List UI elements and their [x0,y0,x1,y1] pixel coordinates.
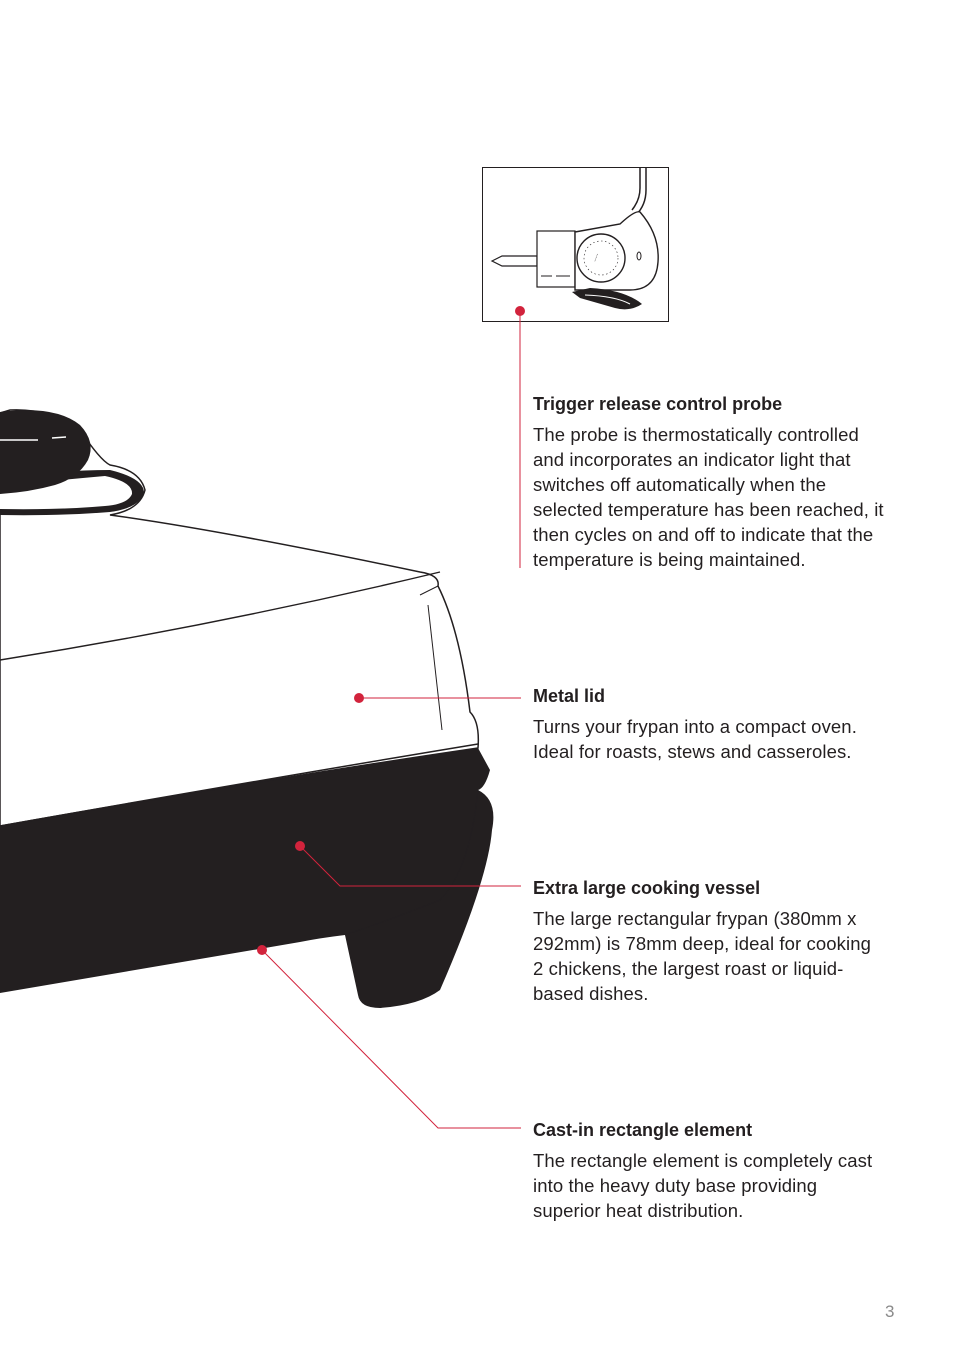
feature-element-title: Cast-in rectangle element [533,1120,753,1140]
feature-lid-body: Turns your frypan into a compact oven. I… [533,716,857,762]
feature-lid: Metal lid Turns your frypan into a compa… [533,685,893,764]
feature-probe-title: Trigger release control probe [533,394,783,414]
feature-lid-title: Metal lid [533,686,606,706]
callout-dot-vessel [295,841,305,851]
metal-lid [0,409,480,827]
probe-inset: ----- [482,167,669,322]
feature-vessel: Extra large cooking vessel The large rec… [533,877,893,1006]
feature-element-body: The rectangle element is completely cast… [533,1150,873,1221]
feature-probe-body: The probe is thermostatically controlled… [533,424,884,570]
feature-vessel-body: The large rectangular frypan (380mm x 29… [533,908,871,1004]
feature-probe: Trigger release control probe The probe … [533,393,893,572]
callout-line-vessel [299,845,521,887]
frypan-base [0,748,494,1008]
callout-dot-element [257,945,267,955]
callout-dot-probe [515,306,525,316]
page-number: 3 [885,1302,895,1321]
feature-vessel-title: Extra large cooking vessel [533,878,761,898]
callout-dot-lid [354,693,364,703]
callout-line-element [261,949,521,1129]
svg-text:-----: ----- [592,252,601,262]
callout-dots [257,306,525,955]
feature-element: Cast-in rectangle element The rectangle … [533,1119,893,1223]
callout-lines [261,311,521,1129]
